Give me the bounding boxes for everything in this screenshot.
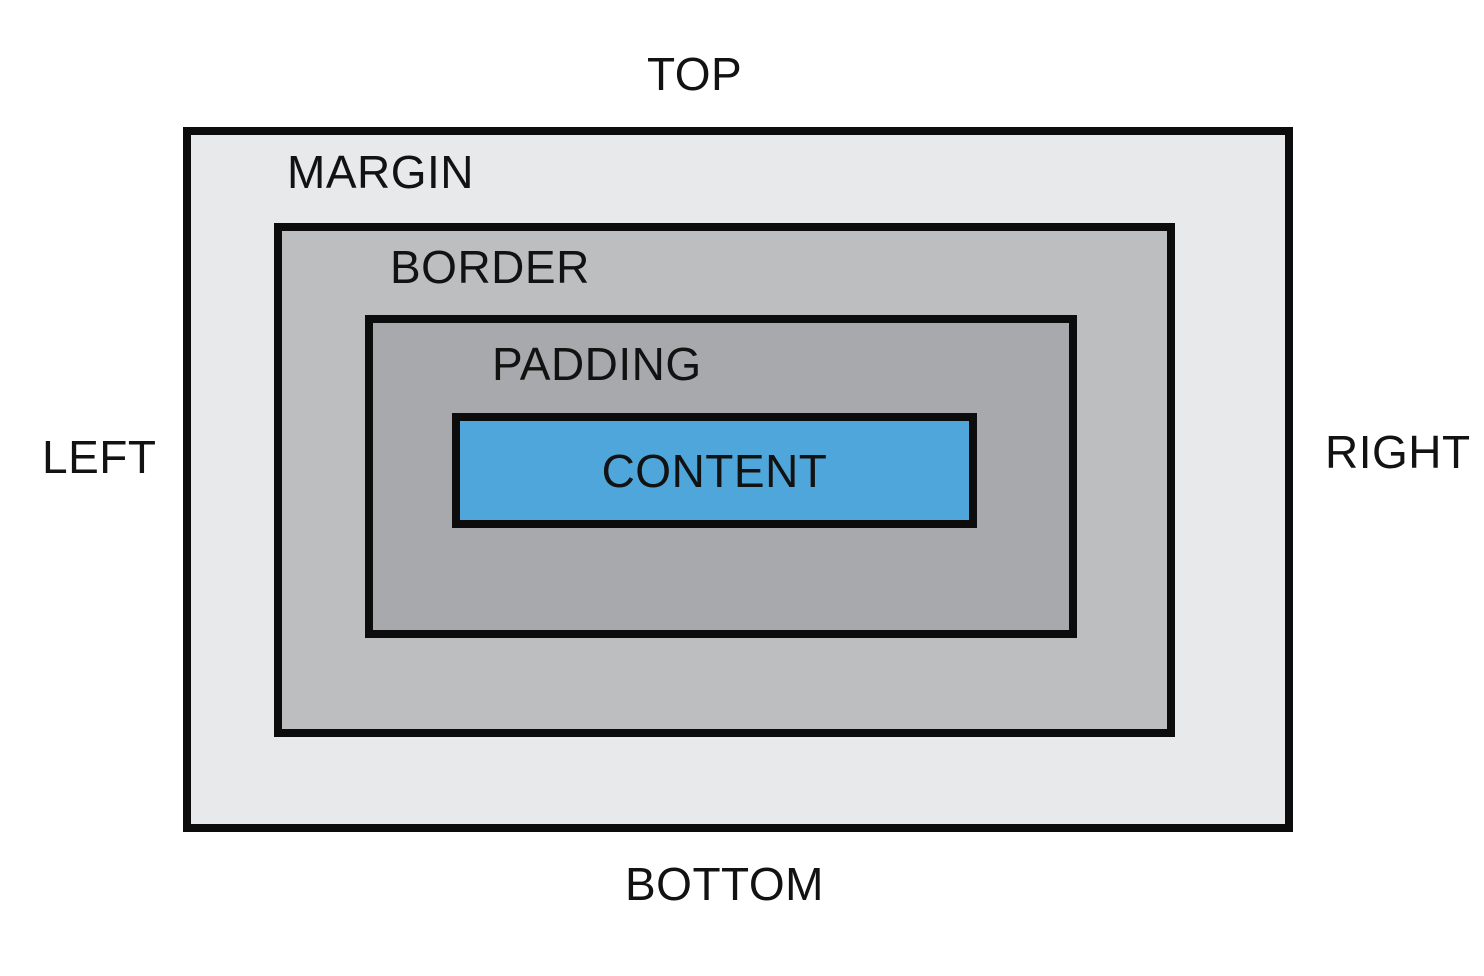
edge-label-left: LEFT	[42, 431, 157, 483]
edge-label-top: TOP	[647, 48, 743, 100]
margin-box-label: MARGIN	[287, 146, 474, 198]
edge-label-bottom: BOTTOM	[625, 858, 824, 910]
edge-label-right: RIGHT	[1325, 426, 1471, 478]
content-box: CONTENT	[452, 413, 977, 528]
padding-box-label: PADDING	[492, 338, 702, 390]
content-box-label: CONTENT	[601, 444, 828, 497]
border-box-label: BORDER	[390, 241, 590, 293]
